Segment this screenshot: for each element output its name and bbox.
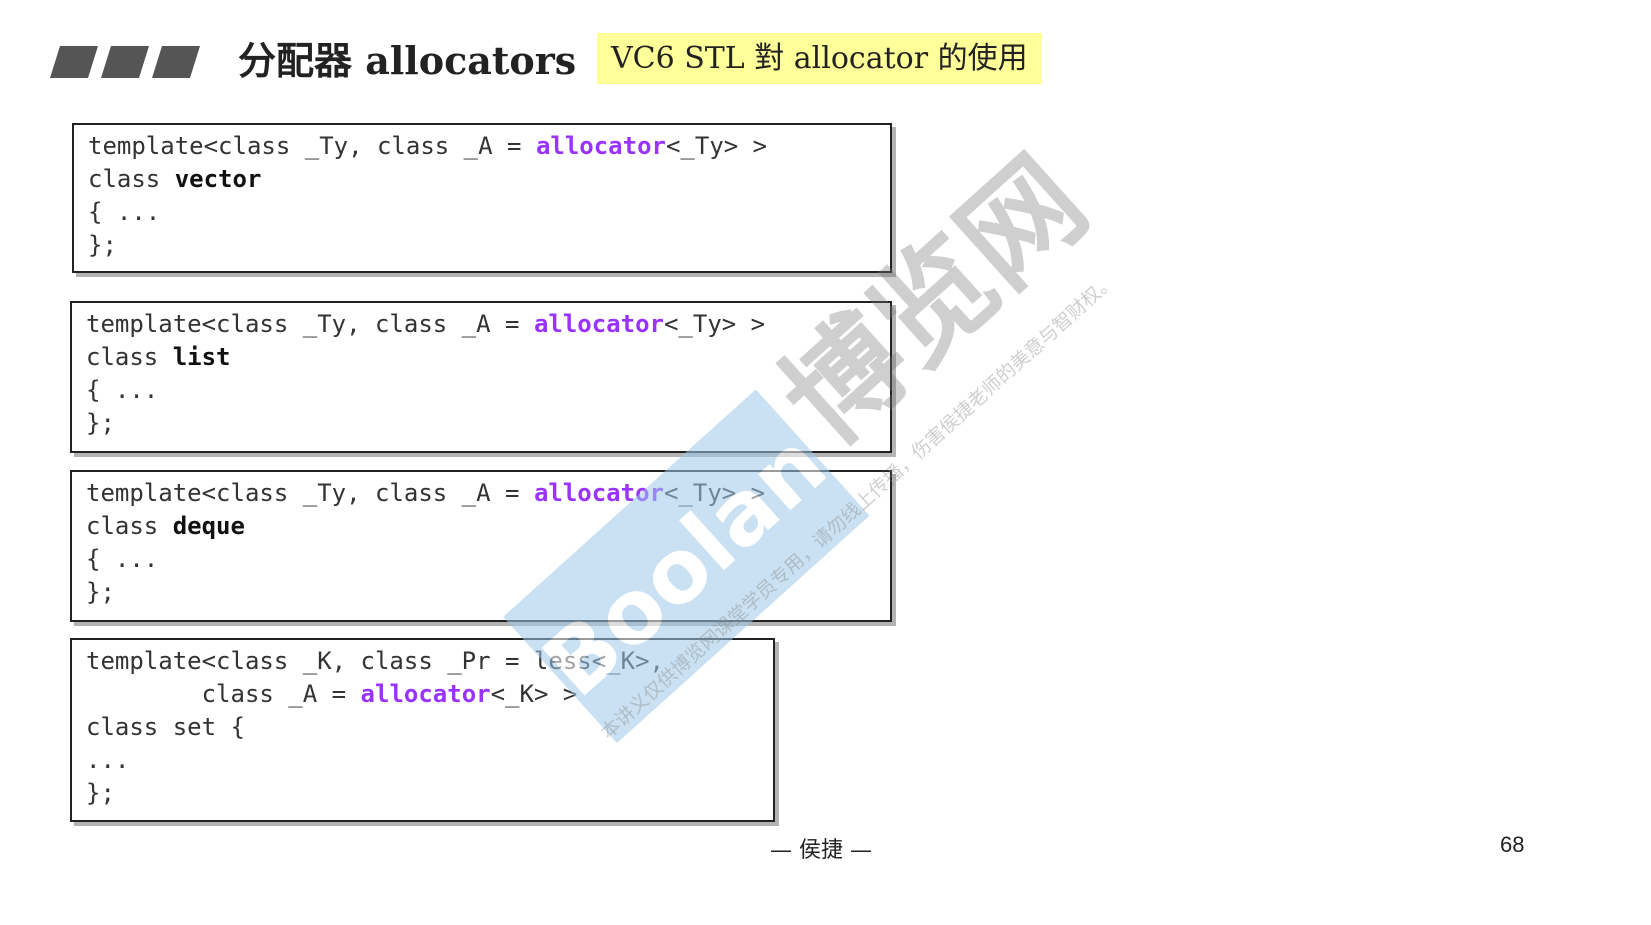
allocator-keyword: allocator [533, 310, 664, 338]
code-line: template<class _K, class _Pr = less<_K>, [86, 647, 664, 675]
class-name-list: list [172, 343, 231, 371]
code-text: <_K> > [490, 680, 578, 708]
code-line: template<class _Ty, class _A = allocator… [88, 130, 876, 163]
code-text: class [88, 165, 175, 193]
code-line: { ... [88, 198, 161, 226]
code-line: class list [86, 341, 876, 374]
code-text: class _A = [86, 680, 361, 708]
code-line: class vector [88, 163, 876, 196]
code-line: template<class _Ty, class _A = allocator… [86, 308, 876, 341]
class-name-deque: deque [172, 512, 245, 540]
code-line: class deque [86, 510, 876, 543]
allocator-keyword: allocator [360, 680, 491, 708]
class-name-vector: vector [174, 165, 262, 193]
code-box-set: template<class _K, class _Pr = less<_K>,… [70, 638, 775, 822]
code-text: template<class _Ty, class _A = [86, 310, 534, 338]
slide-title: 分配器 allocators [238, 38, 577, 83]
allocator-keyword: allocator [533, 479, 664, 507]
page-number: 68 [1500, 832, 1525, 857]
code-line: }; [86, 578, 115, 606]
code-box-vector: template<class _Ty, class _A = allocator… [72, 123, 892, 273]
slide-subtitle-badge: VC6 STL 對 allocator 的使用 [597, 33, 1042, 84]
code-line: template<class _Ty, class _A = allocator… [86, 477, 876, 510]
allocator-keyword: allocator [535, 132, 666, 160]
code-text: <_Ty> > [665, 132, 768, 160]
code-text: <_Ty> > [663, 310, 766, 338]
code-text: class [86, 343, 173, 371]
code-box-list: template<class _Ty, class _A = allocator… [70, 301, 892, 453]
code-line: class _A = allocator<_K> > [86, 678, 759, 711]
code-line: }; [88, 231, 117, 259]
code-box-deque: template<class _Ty, class _A = allocator… [70, 470, 892, 622]
code-line: class set { [86, 713, 245, 741]
code-text: class [86, 512, 173, 540]
code-line: { ... [86, 376, 159, 404]
footer-author: — 侯捷 — [770, 838, 872, 863]
code-text: template<class _Ty, class _A = [86, 479, 534, 507]
code-text: template<class _Ty, class _A = [88, 132, 536, 160]
slide-logo-bars-icon [50, 46, 200, 78]
code-line: { ... [86, 545, 159, 573]
code-line: }; [86, 409, 115, 437]
code-line: ... [86, 746, 130, 774]
code-text: <_Ty> > [663, 479, 766, 507]
code-line: }; [86, 779, 115, 807]
